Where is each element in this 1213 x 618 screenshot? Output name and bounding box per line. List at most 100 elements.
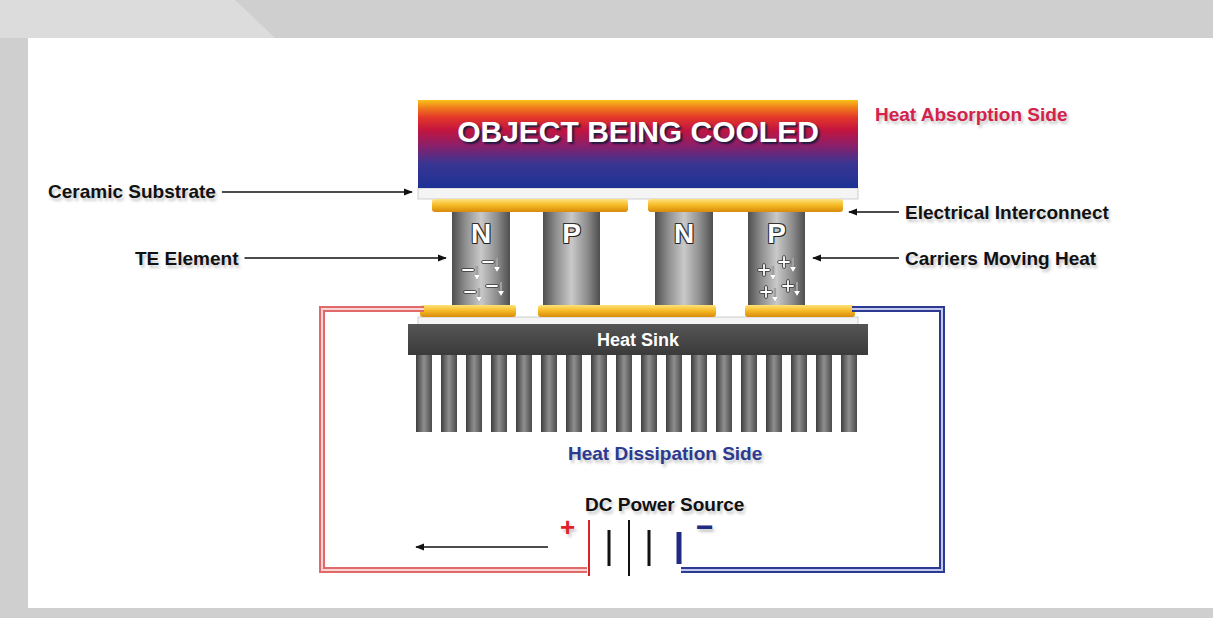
carrier-arrow — [474, 275, 480, 280]
interconnect — [420, 305, 516, 317]
carrier — [487, 282, 504, 296]
part-label: TE Element — [135, 248, 238, 269]
carrier-mark — [463, 269, 473, 271]
cooled-object: OBJECT BEING COOLED — [418, 100, 858, 188]
carrier-mark — [787, 281, 789, 291]
polarity-sign: − — [696, 510, 714, 543]
carrier-mark — [487, 285, 497, 287]
fin — [416, 354, 432, 432]
element-letter: N — [471, 218, 491, 250]
fin — [841, 354, 857, 432]
fin — [541, 354, 557, 432]
fin — [591, 354, 607, 432]
fin — [616, 354, 632, 432]
carrier — [759, 265, 776, 280]
interconnect — [538, 305, 716, 317]
part-label: DC Power Source — [585, 493, 744, 516]
node-text: Heat Sink — [597, 329, 679, 351]
interconnect — [745, 305, 855, 317]
panel — [28, 38, 1213, 608]
background-band — [0, 0, 275, 38]
carrier-arrow — [770, 275, 776, 280]
te-element: P — [748, 212, 805, 305]
carrier-arrow — [794, 291, 800, 296]
te-element: P — [543, 212, 600, 305]
element-letter: N — [674, 218, 694, 250]
polarity-sign: + — [560, 512, 575, 543]
part-label: DC Power Source — [585, 494, 744, 515]
carrier-arrow — [772, 297, 778, 302]
carrier-arrow — [476, 297, 482, 302]
carrier-arrow — [494, 267, 500, 272]
carrier-arrow — [790, 267, 796, 272]
fin — [516, 354, 532, 432]
carrier-mark — [483, 261, 493, 263]
fin — [716, 354, 732, 432]
node-text: OBJECT BEING COOLED — [457, 114, 819, 150]
side-label: Heat Absorption Side — [875, 103, 1067, 126]
part-label: Ceramic Substrate — [48, 180, 216, 203]
polarity-sign: + — [560, 512, 575, 542]
element-letter: P — [562, 218, 581, 250]
carrier — [761, 287, 778, 302]
carrier-mark — [463, 268, 473, 272]
carrier-arrow — [794, 291, 800, 296]
fin — [566, 354, 582, 432]
carrier-arrow — [772, 297, 778, 302]
heat-sink: Heat Sink — [408, 324, 868, 355]
leader-arrow — [813, 257, 899, 259]
carrier — [483, 258, 500, 272]
battery-plate — [608, 530, 611, 566]
carrier-mark — [765, 287, 767, 297]
polarity-sign: − — [696, 509, 714, 545]
part-label: Electrical Interconnect — [905, 201, 1109, 224]
battery-plate — [588, 520, 590, 576]
fin — [466, 354, 482, 432]
carrier-mark — [483, 260, 493, 264]
part-label: Ceramic Substrate — [48, 181, 216, 202]
part-label: Carriers Moving Heat — [905, 247, 1096, 270]
carrier-arrow — [790, 267, 796, 272]
te-element: N — [452, 212, 510, 305]
battery-plate — [628, 520, 630, 576]
fin — [816, 354, 832, 432]
fin — [641, 354, 657, 432]
carrier-arrow — [494, 267, 500, 272]
carrier — [463, 266, 480, 280]
fin — [741, 354, 757, 432]
carrier — [465, 288, 482, 302]
ceramic-substrate — [418, 188, 858, 199]
element-letter: P — [767, 218, 786, 250]
carrier-arrow — [498, 291, 504, 296]
side-label: Heat Absorption Side — [875, 104, 1067, 125]
interconnect — [648, 199, 843, 212]
part-label: Carriers Moving Heat — [905, 248, 1096, 269]
carrier — [783, 281, 800, 296]
leader-arrow — [849, 211, 899, 213]
carrier-mark — [783, 257, 785, 267]
carrier-arrow — [476, 297, 482, 302]
carrier — [779, 257, 796, 272]
side-label: Heat Dissipation Side — [568, 442, 762, 465]
fin — [766, 354, 782, 432]
side-label: Heat Dissipation Side — [568, 443, 762, 464]
leader-arrow — [244, 257, 446, 259]
interconnect — [432, 199, 628, 212]
battery-plate — [648, 530, 651, 566]
leader-arrow — [222, 191, 412, 193]
part-label: TE Element — [135, 247, 238, 270]
carrier-mark — [465, 291, 475, 293]
carrier-arrow — [474, 275, 480, 280]
fin — [441, 354, 457, 432]
current-arrow — [416, 546, 548, 548]
carrier-arrow — [498, 291, 504, 296]
carrier-mark — [465, 290, 475, 294]
carrier-mark — [487, 284, 497, 288]
fin — [491, 354, 507, 432]
battery-plate — [677, 532, 682, 564]
part-label: Electrical Interconnect — [905, 202, 1109, 223]
fin — [691, 354, 707, 432]
heat-sink-fins — [416, 354, 857, 432]
carrier-mark — [763, 265, 765, 275]
